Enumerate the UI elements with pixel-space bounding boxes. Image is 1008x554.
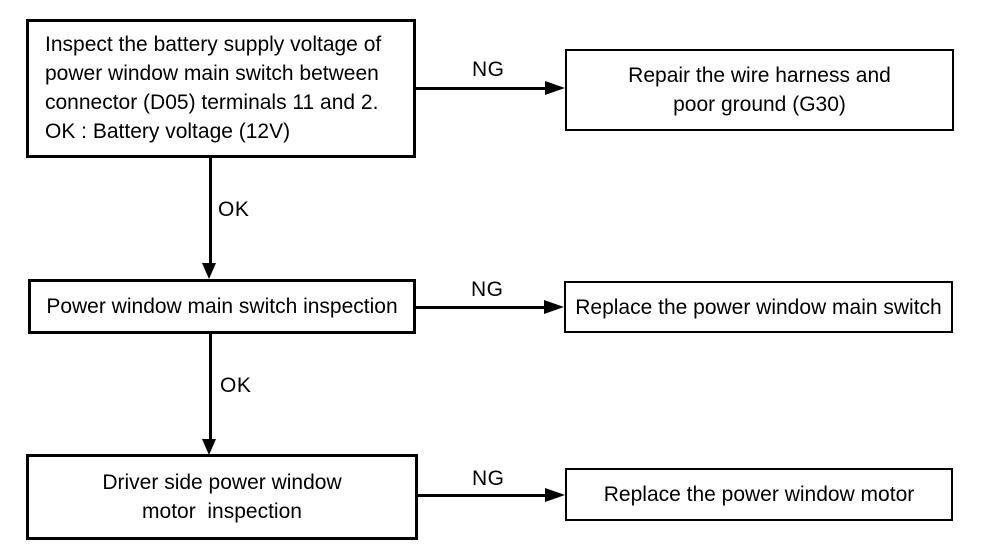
box-text-line: Replace the power window motor: [603, 483, 915, 506]
ng-label-1: NG: [472, 58, 505, 81]
flow-box-motor-inspection: Driver side power window motor inspectio…: [26, 454, 418, 540]
ok-arrow-1-shaft: [209, 158, 212, 264]
arrowhead-right-icon: [545, 488, 565, 502]
box-text-line: Power window main switch inspection: [46, 295, 398, 318]
box-text-line: poor ground (G30): [673, 93, 846, 116]
ng-label-2: NG: [471, 278, 504, 301]
box-text-line: Driver side power window: [102, 471, 342, 494]
ng-arrow-2-shaft: [416, 306, 544, 309]
box-text-line: power window main switch between: [45, 62, 379, 85]
ok-arrow-2-shaft: [209, 334, 212, 440]
arrowhead-right-icon: [544, 300, 564, 314]
box-text-line: connector (D05) terminals 11 and 2.: [45, 91, 379, 114]
box-text-line: OK : Battery voltage (12V): [45, 120, 291, 143]
arrowhead-down-icon: [202, 439, 216, 455]
flow-box-battery-voltage-inspection: Inspect the battery supply voltage of po…: [26, 19, 416, 158]
ok-label-1: OK: [218, 198, 250, 221]
ok-label-2: OK: [220, 374, 252, 397]
flow-box-replace-motor: Replace the power window motor: [565, 468, 953, 521]
flow-box-replace-main-switch: Replace the power window main switch: [564, 281, 953, 333]
ng-arrow-1-shaft: [416, 87, 546, 90]
flow-box-main-switch-inspection: Power window main switch inspection: [28, 279, 416, 334]
box-text-line: motor inspection: [142, 500, 302, 523]
arrowhead-down-icon: [202, 263, 216, 279]
ng-label-3: NG: [472, 467, 505, 490]
box-text-line: Repair the wire harness and: [628, 64, 891, 87]
box-text-line: Replace the power window main switch: [575, 295, 942, 319]
arrowhead-right-icon: [545, 81, 565, 95]
flow-box-repair-wire-harness: Repair the wire harness and poor ground …: [565, 49, 954, 131]
box-text-line: Inspect the battery supply voltage of: [45, 33, 382, 56]
ng-arrow-3-shaft: [418, 494, 545, 497]
